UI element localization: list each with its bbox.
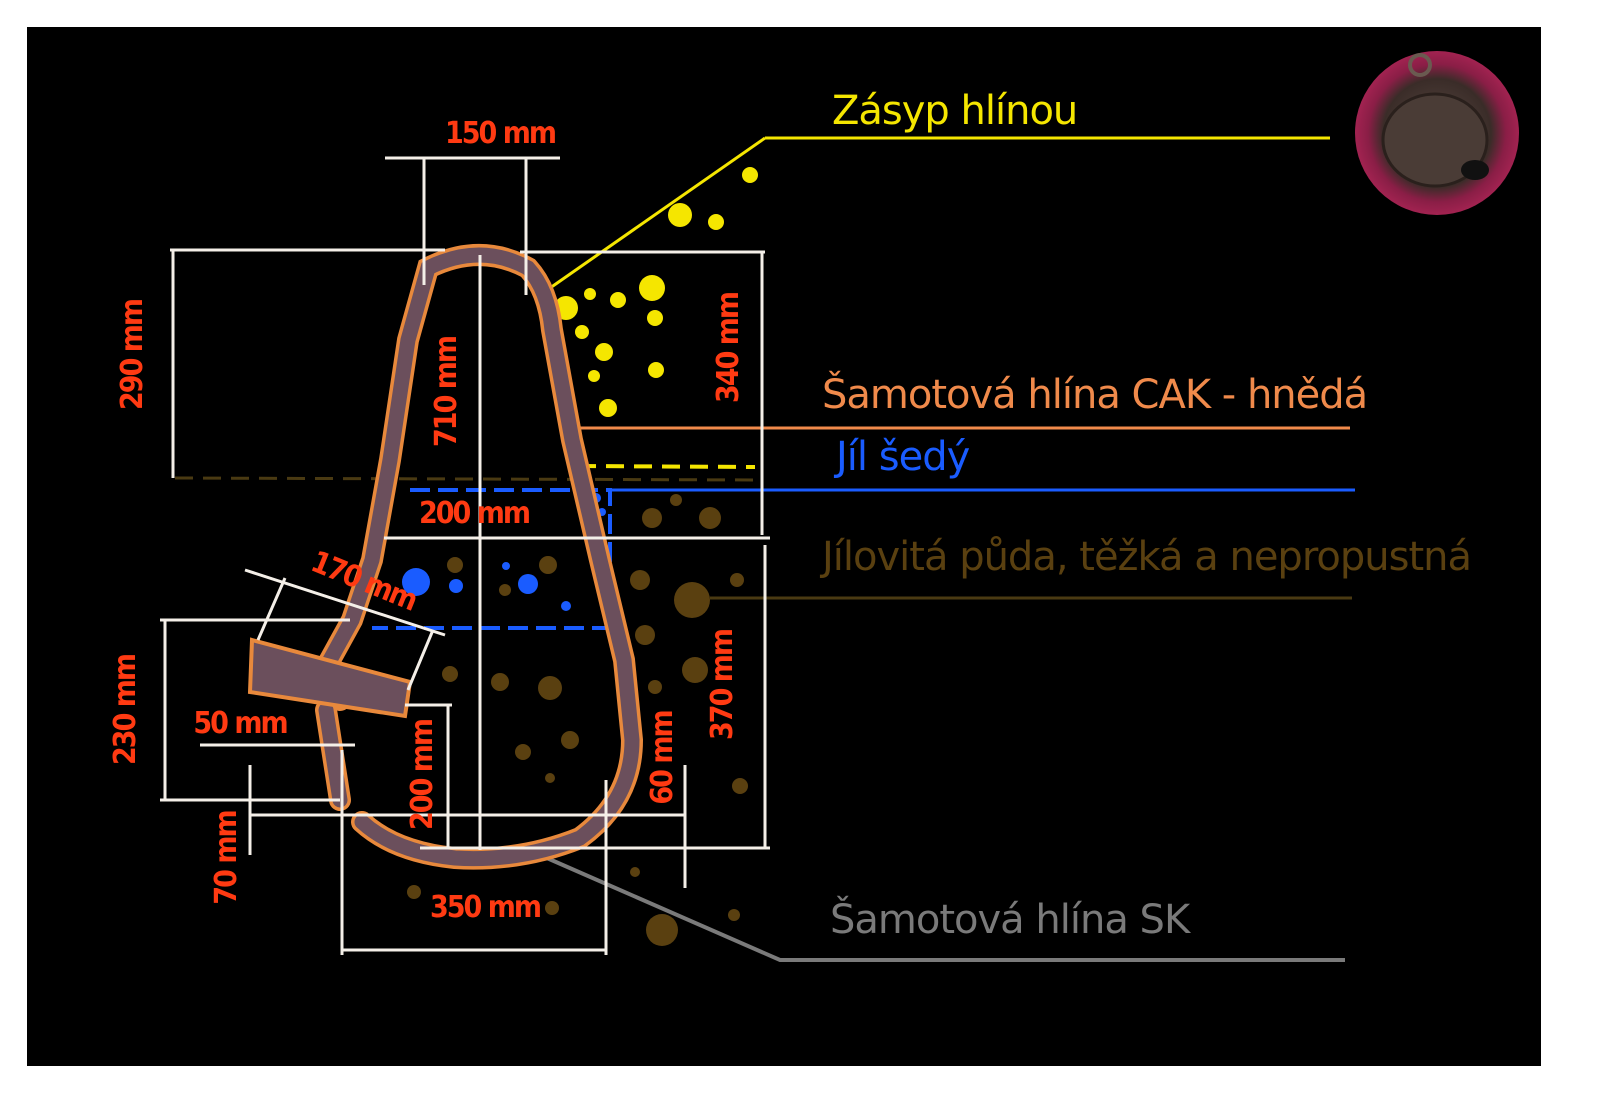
clay-soil-pebbles: [407, 494, 748, 946]
clay-soil-boundary-line: [174, 476, 761, 482]
bell-photo-thumbnail: [1355, 51, 1519, 215]
backfill-boundary-line: [577, 464, 756, 469]
dim-bottom-left: 70 mm: [209, 811, 244, 904]
dim-lower-right: 370 mm: [705, 630, 740, 740]
leader-backfill: [539, 136, 766, 297]
dim-right-small: 60 mm: [645, 711, 680, 804]
label-backfill: Zásyp hlínou: [832, 88, 1077, 134]
dim-top-opening: 150 mm: [445, 116, 555, 151]
dimension-lines: [160, 156, 770, 955]
label-sk-clay: Šamotová hlína SK: [830, 895, 1192, 943]
dim-lower-inner: 200 mm: [405, 720, 440, 830]
backfill-pebbles: [554, 167, 758, 417]
dim-total-height: 710 mm: [429, 337, 464, 447]
dim-upper-left: 290 mm: [115, 300, 150, 410]
dim-slag-hole: 50 mm: [193, 706, 286, 741]
dim-base-width: 350 mm: [430, 890, 540, 925]
leader-sk: [539, 853, 1345, 962]
label-cak-clay: Šamotová hlína CAK - hnědá: [822, 370, 1367, 418]
dim-inner-width: 200 mm: [419, 496, 529, 531]
label-grey-clay: Jíl šedý: [833, 434, 970, 480]
furnace-shell: [247, 244, 644, 870]
dim-left-lower: 230 mm: [108, 655, 143, 765]
background-panel: [27, 27, 1541, 1066]
label-clay-soil: Jílovitá půda, těžká a nepropustná: [819, 534, 1471, 580]
dim-upper-right: 340 mm: [711, 293, 746, 403]
